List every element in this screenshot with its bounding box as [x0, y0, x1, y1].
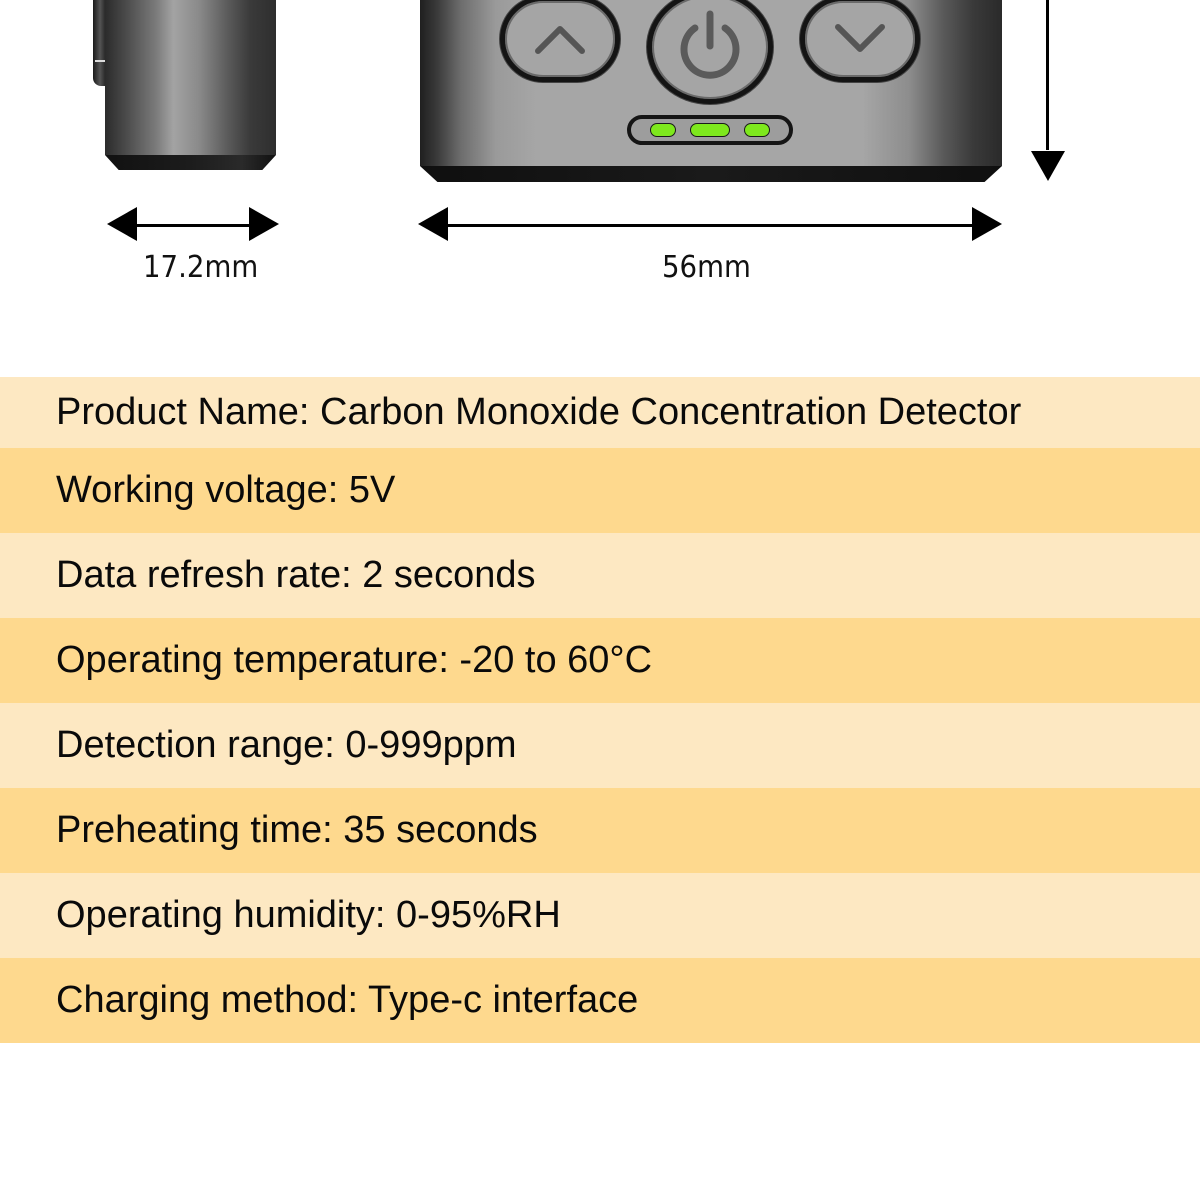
down-button[interactable] — [800, 0, 920, 82]
arrow-line — [127, 224, 259, 227]
belt-clip — [93, 0, 107, 86]
up-button[interactable] — [500, 0, 620, 82]
thickness-dimension-arrow — [107, 207, 279, 243]
spec-row-working-voltage: Working voltage: 5V — [0, 448, 1200, 533]
spec-text: Data refresh rate: 2 seconds — [56, 554, 536, 596]
spec-text: Charging method: Type-c interface — [56, 979, 639, 1021]
status-led — [650, 123, 676, 137]
spec-row-operating-temperature: Operating temperature: -20 to 60°C — [0, 618, 1200, 703]
power-button[interactable] — [647, 0, 773, 104]
spec-row-preheating-time: Preheating time: 35 seconds — [0, 788, 1200, 873]
status-led — [744, 123, 770, 137]
arrow-line — [438, 224, 982, 227]
arrow-line — [1046, 0, 1049, 150]
chevron-up-icon — [535, 26, 585, 54]
spec-text: Working voltage: 5V — [56, 469, 396, 511]
status-led — [690, 123, 730, 137]
device-side-shell — [105, 0, 276, 155]
spec-row-data-refresh-rate: Data refresh rate: 2 seconds — [0, 533, 1200, 618]
spec-text: Operating humidity: 0-95%RH — [56, 894, 561, 936]
spec-table: Product Name: Carbon Monoxide Concentrat… — [0, 377, 1200, 1043]
device-side-base — [105, 155, 276, 170]
arrow-right-icon — [972, 207, 1002, 241]
spec-row-product-name: Product Name: Carbon Monoxide Concentrat… — [0, 377, 1200, 448]
width-dimension-arrow — [418, 207, 1002, 243]
width-label: 56mm — [662, 250, 751, 285]
spec-text: Preheating time: 35 seconds — [56, 809, 538, 851]
power-icon — [680, 10, 740, 79]
device-front-view — [420, 0, 1002, 182]
spec-text: Product Name: Carbon Monoxide Concentrat… — [56, 391, 1022, 433]
height-dimension-arrow — [1030, 0, 1066, 181]
product-illustration: 17.2mm 56mm — [0, 0, 1200, 330]
arrow-down-icon — [1031, 151, 1065, 181]
thickness-label: 17.2mm — [143, 250, 259, 285]
device-side-view — [93, 0, 276, 170]
arrow-right-icon — [249, 207, 279, 241]
spec-row-detection-range: Detection range: 0-999ppm — [0, 703, 1200, 788]
status-led-bar — [627, 115, 793, 145]
device-front-base — [420, 166, 1002, 182]
chevron-down-icon — [835, 24, 885, 52]
spec-row-charging-method: Charging method: Type-c interface — [0, 958, 1200, 1043]
spec-text: Detection range: 0-999ppm — [56, 724, 517, 766]
spec-text: Operating temperature: -20 to 60°C — [56, 639, 653, 681]
spec-row-operating-humidity: Operating humidity: 0-95%RH — [0, 873, 1200, 958]
